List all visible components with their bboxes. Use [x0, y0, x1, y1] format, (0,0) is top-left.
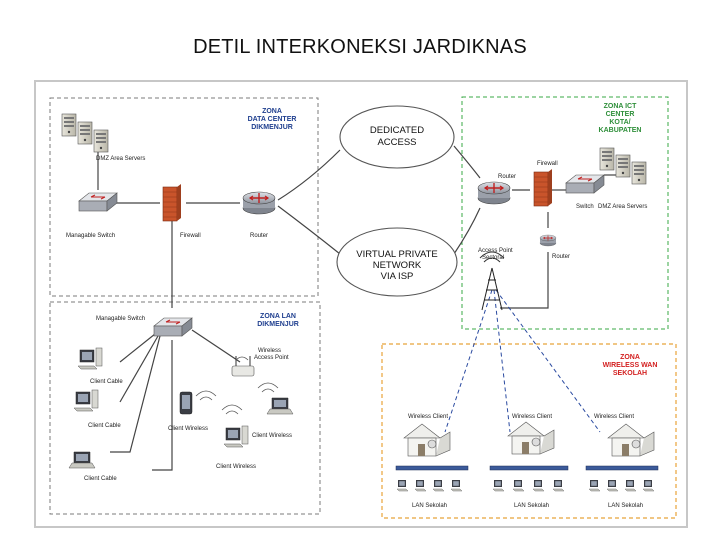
dedicated-access-cloud: DEDICATED ACCESS [339, 105, 455, 169]
label-client-wireless-3: Client Wireless [216, 464, 256, 470]
label-wireless-client-2: Wireless Client [512, 414, 552, 420]
label-access-point-2: Sectoral [482, 255, 504, 261]
zone-data-center-label: ZONA DATA CENTER DIKMENJUR [248, 108, 297, 131]
lan-sekolah-2-pcs [492, 479, 565, 492]
label-router-right: Router [498, 174, 516, 180]
zone-wireless-wan-label: ZONA WIRELESS WAN SEKOLAH [603, 354, 658, 377]
label-access-point-1: Access Point [478, 248, 513, 254]
wireless-links [444, 289, 601, 433]
client-cable-2-icon [73, 389, 99, 412]
firewall-right-icon [533, 168, 553, 207]
switch-right-icon [565, 174, 605, 194]
firewall-left-icon [162, 183, 182, 222]
zone-ict-line3: KOTA/ [609, 119, 630, 126]
dmz-servers-left [61, 113, 109, 153]
label-switch-right: Switch [576, 204, 594, 210]
zone-lan-box [49, 301, 321, 515]
zone-data-center-line1: ZONA [262, 108, 282, 115]
zone-wan-line3: SEKOLAH [613, 370, 647, 377]
label-firewall-left: Firewall [180, 233, 201, 239]
zone-data-center-box [49, 97, 319, 297]
vpn-label-2: NETWORK [373, 260, 422, 271]
vpn-cloud: VIRTUAL PRIVATE NETWORK VIA ISP [336, 227, 458, 297]
label-lan-sekolah-2: LAN Sekolah [514, 503, 549, 509]
label-managable-switch-top: Managable Switch [66, 233, 115, 239]
access-point-tower-icon [479, 251, 505, 311]
school-house-1-icon [403, 423, 451, 457]
client-wireless-3-icon [223, 425, 249, 448]
lan-sekolah-1-pcs [396, 479, 463, 492]
dedicated-label-2: ACCESS [377, 137, 416, 148]
page-title: DETIL INTERKONEKSI JARDIKNAS [193, 36, 527, 58]
zone-lan-line2: DIKMENJUR [257, 321, 299, 328]
zone-ict-line4: KABUPATEN [599, 127, 642, 134]
label-client-cable-1: Client Cable [90, 379, 123, 385]
label-firewall-right: Firewall [537, 161, 558, 167]
lan-bars [395, 465, 659, 471]
router-right-icon [477, 181, 511, 205]
connections [97, 145, 620, 471]
lan-sekolah-3-pcs [588, 479, 655, 492]
zone-ict-line1: ZONA ICT [604, 103, 638, 110]
zone-ict-line2: CENTER [606, 111, 635, 118]
label-lan-sekolah-1: LAN Sekolah [412, 503, 447, 509]
router-left-icon [242, 191, 276, 215]
school-house-2-icon [507, 421, 555, 455]
label-client-cable-2: Client Cable [88, 423, 121, 429]
wifi-wave-icons [195, 356, 279, 415]
client-wireless-2-icon [266, 397, 294, 415]
zone-data-center-line2: DATA CENTER [248, 116, 297, 123]
school-house-3-icon [607, 423, 655, 457]
dmz-servers-right [599, 147, 647, 185]
zone-data-center-line3: DIKMENJUR [251, 124, 293, 131]
label-wireless-ap-1: Wireless [258, 348, 281, 354]
label-wireless-ap-2: Access Point [254, 355, 289, 361]
zone-wan-line1: ZONA [620, 354, 640, 361]
client-wireless-1-icon [179, 391, 193, 415]
zone-lan-line1: ZONA LAN [260, 313, 296, 320]
label-client-cable-3: Client Cable [84, 476, 117, 482]
label-managable-switch-lan: Managable Switch [96, 316, 145, 322]
managable-switch-lan-icon [153, 317, 193, 337]
vpn-label-1: VIRTUAL PRIVATE [356, 249, 437, 260]
zone-ict-center-label: ZONA ICT CENTER KOTA/ KABUPATEN [599, 103, 642, 134]
label-wireless-client-1: Wireless Client [408, 414, 448, 420]
label-dmz-servers-right: DMZ Area Servers [598, 204, 647, 210]
label-lan-sekolah-3: LAN Sekolah [608, 503, 643, 509]
label-router-right-lower: Router [552, 254, 570, 260]
zone-wireless-wan-box [381, 343, 677, 519]
diagram-frame [34, 80, 688, 528]
label-wireless-client-3: Wireless Client [594, 414, 634, 420]
zone-lan-label: ZONA LAN DIKMENJUR [257, 313, 299, 328]
label-client-wireless-1: Client Wireless [168, 426, 208, 432]
label-client-wireless-2: Client Wireless [252, 433, 292, 439]
managable-switch-top-icon [78, 192, 118, 212]
client-cable-1-icon [77, 347, 103, 370]
client-cable-3-icon [68, 451, 96, 469]
zone-ict-center-box [461, 96, 669, 330]
dedicated-label-1: DEDICATED [370, 125, 424, 136]
label-router-left: Router [250, 233, 268, 239]
zone-wan-line2: WIRELESS WAN [603, 362, 658, 369]
label-dmz-servers-left: DMZ Area Servers [96, 156, 145, 162]
vpn-label-3: VIA ISP [381, 271, 414, 282]
router-right-lower-icon [539, 234, 557, 247]
